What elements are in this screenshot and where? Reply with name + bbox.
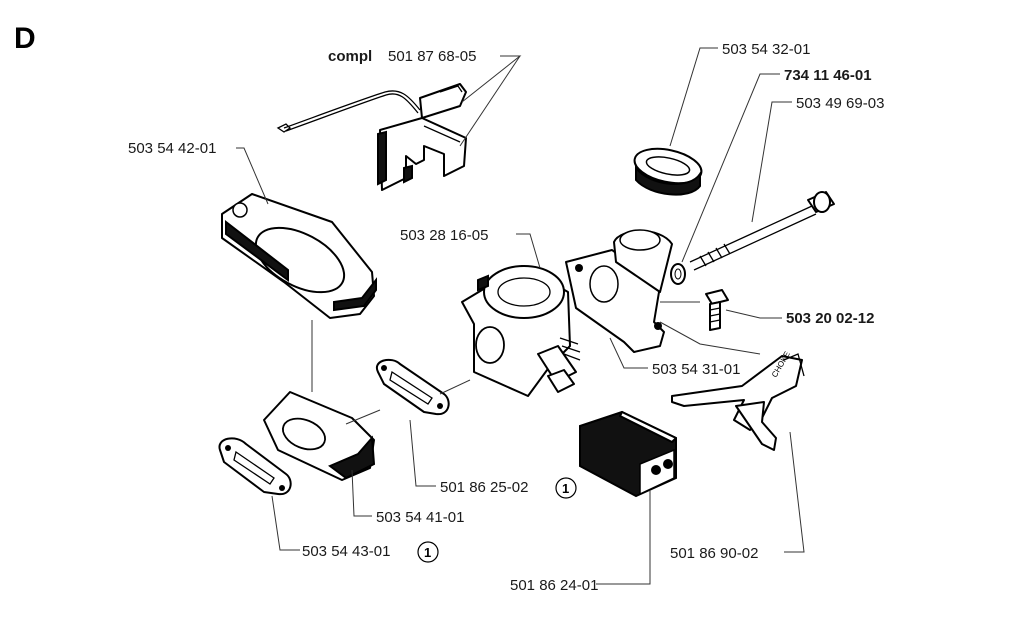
part-labels: compl 501 87 68-05 503 54 32-01 734 11 4… (128, 41, 884, 594)
throttle-rod-part (276, 83, 467, 133)
section-letter: D (14, 22, 36, 55)
label-734-11-46-01: 734 11 46-01 (784, 67, 872, 84)
badge-circle-1b (417, 541, 439, 563)
throttle-bracket-part (377, 117, 467, 191)
long-screw-part (689, 191, 835, 271)
label-503-54-43-01: 503 54 43-01 (302, 543, 390, 560)
intake-elbow-part (565, 229, 673, 353)
gasket-lower-part (218, 437, 292, 496)
label-503-54-31-01: 503 54 31-01 (652, 361, 740, 378)
carburetor-part (461, 265, 581, 397)
bolt-part (705, 289, 729, 331)
washer-part (670, 263, 686, 285)
label-503-49-69-03: 503 49 69-03 (796, 95, 884, 112)
label-503-28-16-05: 503 28 16-05 (400, 227, 488, 244)
label-501-87-68-05: 501 87 68-05 (388, 48, 476, 65)
label-503-54-32-01: 503 54 32-01 (722, 41, 810, 58)
label-compl-prefix: compl (328, 48, 372, 65)
label-503-20-02-12: 503 20 02-12 (786, 310, 874, 327)
badge-1b: 1 (424, 545, 431, 560)
flange-part (221, 193, 377, 319)
label-501-86-90-02: 501 86 90-02 (670, 545, 758, 562)
label-503-54-42-01: 503 54 42-01 (128, 140, 216, 157)
label-501-86-24-01: 501 86 24-01 (510, 577, 598, 594)
leader-lines (236, 47, 805, 585)
label-503-54-41-01: 503 54 41-01 (376, 509, 464, 526)
badge-1a: 1 (562, 481, 569, 496)
air-filter-part (579, 410, 677, 498)
intake-rubber-ring-part (633, 147, 703, 196)
label-501-86-25-02: 501 86 25-02 (440, 479, 528, 496)
adapter-part (263, 391, 376, 481)
gasket-upper-part (375, 358, 450, 416)
badge-circle-1a (555, 477, 577, 499)
